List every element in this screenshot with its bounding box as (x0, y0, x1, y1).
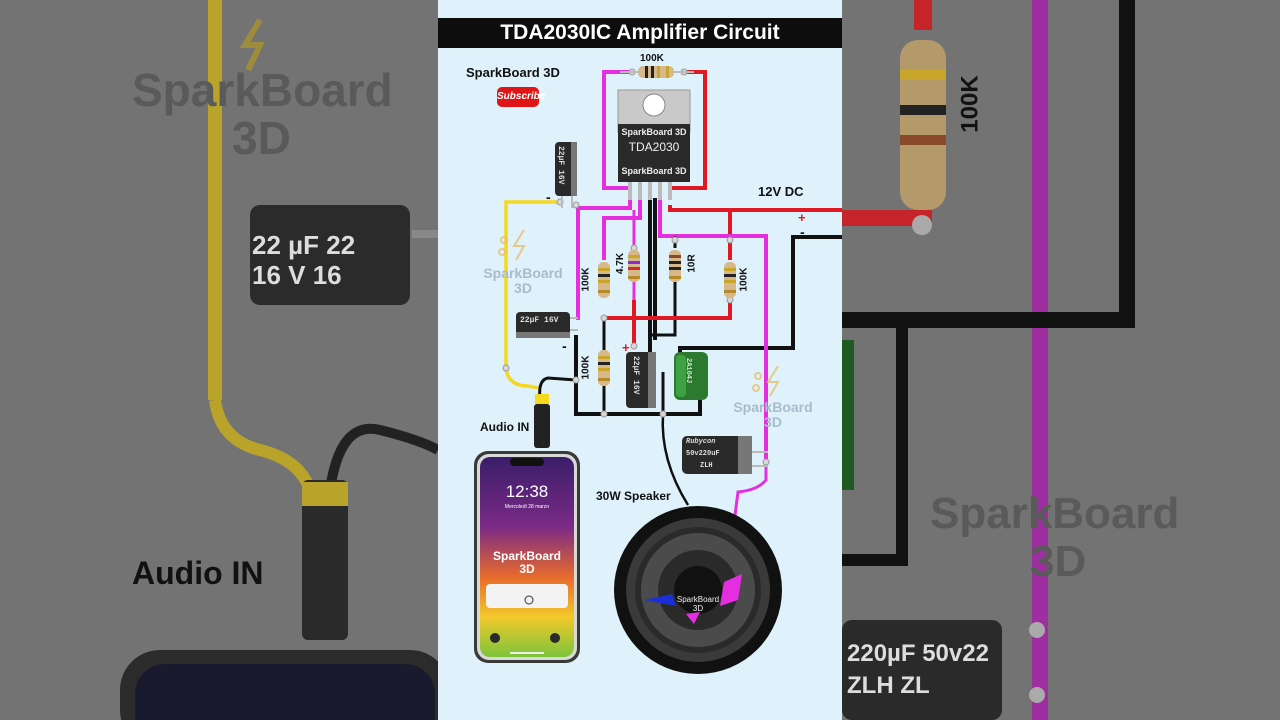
tda2030-chip (617, 89, 691, 200)
power-positive-rail (668, 205, 842, 212)
resistor-r5 (598, 350, 610, 386)
resistor-r2 (628, 250, 640, 282)
r3-label: 10R (686, 254, 698, 273)
r5-label: 100K (580, 355, 592, 380)
r2-label: 4.7K (615, 252, 627, 275)
input-pin-wire (576, 198, 632, 320)
output-pin-wire (658, 198, 768, 462)
capacitor-c2 (516, 312, 578, 338)
phone-time: 12:38 (505, 482, 549, 501)
watermark-bolt-2 (752, 365, 780, 397)
smartphone (474, 451, 580, 663)
left-panel-graphic (120, 0, 438, 720)
power-plus: + (798, 210, 806, 225)
circuit-diagram-panel: TDA2030IC Amplifier Circuit SparkBoard 3… (438, 0, 842, 720)
output-cap-brand: Rubycon (686, 438, 716, 446)
left-blurred-panel: SparkBoard 3D 22 µF 22 16 V 16 Audio IN (0, 0, 438, 720)
speaker-negative-wire (661, 413, 690, 506)
resistor-r4 (724, 262, 736, 298)
bias-red-wire (604, 290, 732, 320)
audio-in-label: Audio IN (480, 420, 530, 434)
left-cap-text-2: 16 V 16 (252, 260, 342, 290)
capacitor-c1 (555, 142, 577, 208)
resistor-feedback (620, 66, 694, 78)
resistor-r3 (669, 250, 681, 282)
chip-brand-bottom: SparkBoard 3D (621, 166, 687, 176)
output-cap-value: 50v220uF (686, 450, 720, 458)
channel-name: SparkBoard 3D (466, 65, 560, 80)
speaker-label: 30W Speaker (596, 489, 671, 503)
left-audio-in-label: Audio IN (132, 555, 264, 591)
c2-minus: - (562, 338, 567, 354)
speaker-30w (614, 506, 782, 674)
c2-value: 22µF 16V (520, 316, 559, 325)
left-watermark: SparkBoard 3D (132, 64, 393, 164)
capacitor-film (674, 352, 708, 400)
feedback-resistor-label: 100K (640, 53, 664, 64)
chip-brand-top: SparkBoard 3D (621, 127, 687, 137)
c1-minus: - (546, 189, 551, 205)
page-title: TDA2030IC Amplifier Circuit (438, 18, 842, 48)
right-cap-text: 220µF 50v22 (847, 640, 989, 667)
right-watermark: SparkBoard 3D (930, 489, 1180, 586)
right-panel-graphic (842, 0, 1135, 720)
film-cap-value: 2A104J (684, 358, 692, 384)
power-minus: - (800, 224, 805, 240)
right-cap-text-2: ZLH ZL (847, 672, 930, 699)
r4-label: 100K (738, 267, 750, 292)
r1-label: 100K (580, 267, 592, 292)
audio-jack (534, 394, 550, 448)
right-res-label: 100K (956, 75, 984, 133)
left-cap-text: 22 µF 22 (252, 230, 356, 260)
output-cap-series: ZLH (700, 462, 713, 470)
phone-date: Mercoledì 28 marzo (504, 504, 550, 510)
capacitor-output (682, 436, 768, 474)
inverting-pin-wire (602, 198, 642, 260)
circuit-schematic (474, 66, 842, 674)
chip-model: TDA2030 (628, 140, 680, 154)
c1-value: 22µF 16V (556, 146, 565, 185)
right-blurred-panel: 100K SparkBoard 3D 220µF 50v22 ZLH ZL (842, 0, 1280, 720)
resistor-r1 (598, 262, 610, 298)
c3-value: 22µF 16V (631, 356, 640, 395)
ground-bottom-wire (574, 335, 702, 416)
power-label: 12V DC (758, 184, 804, 199)
c3-plus: + (622, 340, 630, 355)
output-to-speaker (722, 465, 768, 601)
subscribe-button[interactable]: Subscribe (497, 87, 545, 107)
watermark-bolt-1 (498, 229, 526, 261)
capacitor-c3 (626, 352, 656, 408)
